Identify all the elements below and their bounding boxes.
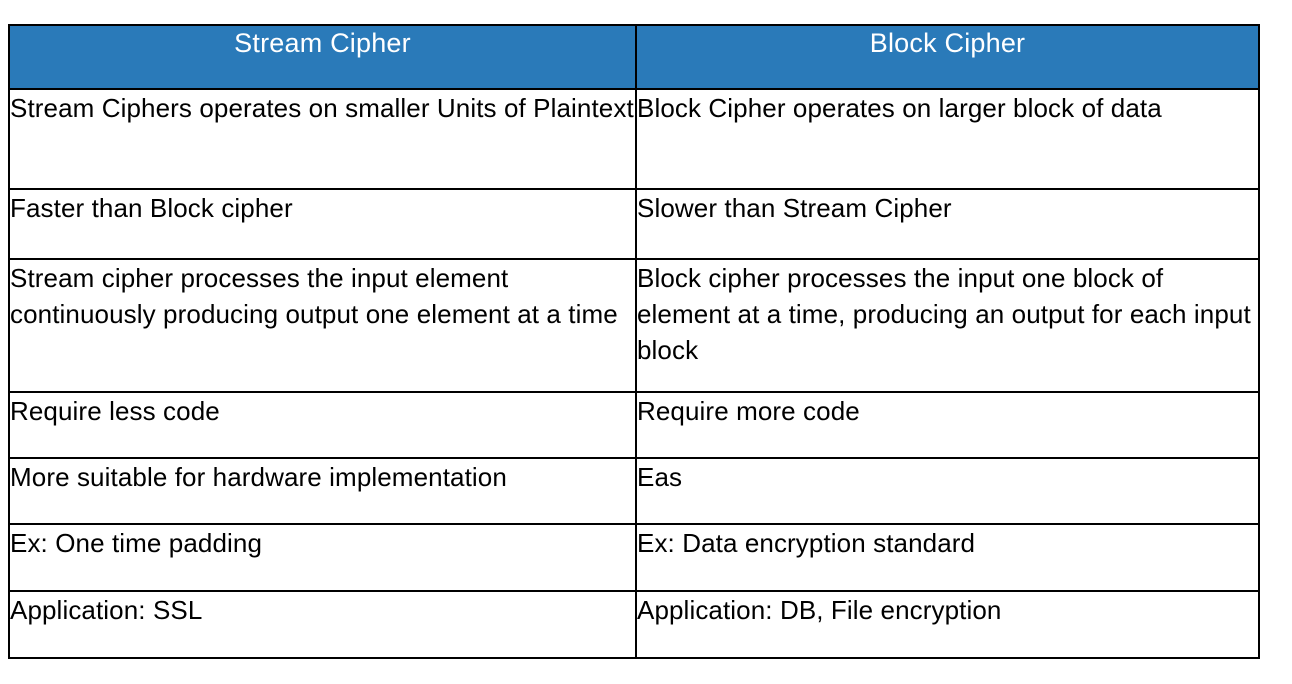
- cell-text: Slower than Stream Cipher: [637, 193, 952, 223]
- cell-block: Application: DB, File encryption: [635, 590, 1260, 659]
- cell-stream: Ex: One time padding: [8, 523, 637, 592]
- table-row: Stream cipher processes the input elemen…: [8, 258, 1260, 393]
- cell-stream: Require less code: [8, 391, 637, 459]
- cell-block: Block cipher processes the input one blo…: [635, 258, 1260, 393]
- cell-text: Block cipher processes the input one blo…: [637, 263, 1259, 365]
- cell-block: Block Cipher operates on larger block of…: [635, 88, 1260, 190]
- cipher-comparison-table: Stream Cipher Block Cipher Stream Cipher…: [8, 24, 1260, 659]
- cell-text: Block Cipher operates on larger block of…: [637, 93, 1162, 123]
- cell-text: Require more code: [637, 396, 860, 426]
- table-row: Stream Ciphers operates on smaller Units…: [8, 88, 1260, 190]
- cell-text: Ex: One time padding: [10, 528, 263, 558]
- cell-block: Ex: Data encryption standard: [635, 523, 1260, 592]
- table-row: More suitable for hardware implementatio…: [8, 457, 1260, 525]
- header-row: Stream Cipher Block Cipher: [8, 24, 1260, 90]
- table-row: Require less code Require more code: [8, 391, 1260, 459]
- cell-text: Application: SSL: [10, 595, 203, 625]
- cell-block: Require more code: [635, 391, 1260, 459]
- table-row: Application: SSL Application: DB, File e…: [8, 590, 1260, 659]
- cell-stream: Application: SSL: [8, 590, 637, 659]
- cell-text: Eas: [637, 462, 683, 492]
- cell-stream: Stream Ciphers operates on smaller Units…: [8, 88, 637, 190]
- cell-block: Eas: [635, 457, 1260, 525]
- column-header-block-cipher: Block Cipher: [635, 24, 1260, 90]
- column-header-stream-cipher-label: Stream Cipher: [234, 28, 411, 58]
- cell-text: Ex: Data encryption standard: [637, 528, 976, 558]
- cell-text: Faster than Block cipher: [10, 193, 293, 223]
- table-header: Stream Cipher Block Cipher: [8, 24, 1260, 90]
- table-row: Ex: One time padding Ex: Data encryption…: [8, 523, 1260, 592]
- cell-stream: More suitable for hardware implementatio…: [8, 457, 637, 525]
- column-header-block-cipher-label: Block Cipher: [869, 28, 1026, 58]
- cell-text: More suitable for hardware implementatio…: [10, 462, 507, 492]
- cell-text: Stream Ciphers operates on smaller Units…: [10, 93, 634, 123]
- cell-text: Stream cipher processes the input elemen…: [10, 263, 618, 329]
- cell-stream: Faster than Block cipher: [8, 188, 637, 260]
- table-body: Stream Ciphers operates on smaller Units…: [8, 88, 1260, 659]
- cell-text: Require less code: [10, 396, 220, 426]
- cell-block: Slower than Stream Cipher: [635, 188, 1260, 260]
- cell-stream: Stream cipher processes the input elemen…: [8, 258, 637, 393]
- table-row: Faster than Block cipher Slower than Str…: [8, 188, 1260, 260]
- column-header-stream-cipher: Stream Cipher: [8, 24, 637, 90]
- cell-text: Application: DB, File encryption: [637, 595, 1002, 625]
